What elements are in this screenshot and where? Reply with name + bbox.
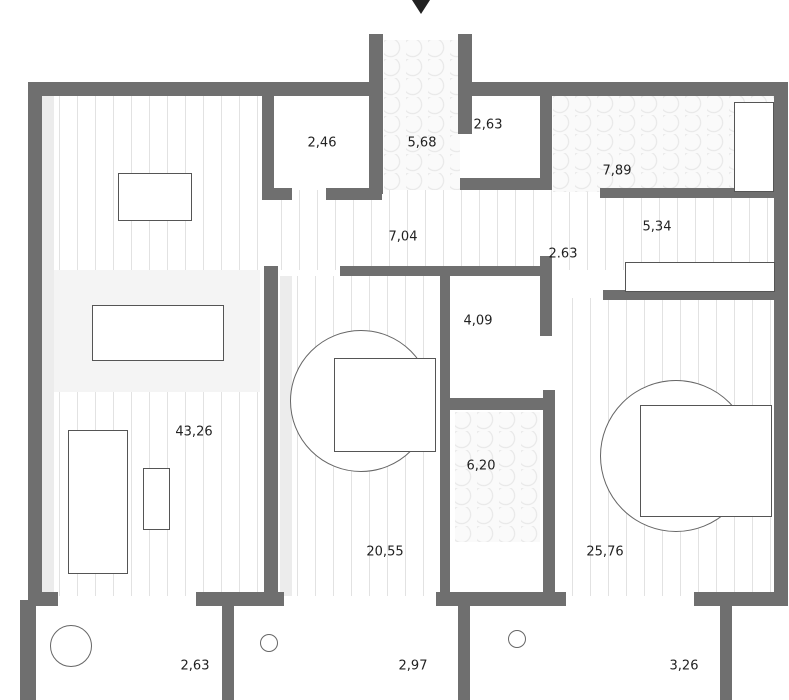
wall <box>460 82 779 96</box>
wall <box>774 82 788 600</box>
plant <box>50 625 92 667</box>
wall <box>28 82 373 96</box>
hall-floor <box>264 190 774 270</box>
balcony-wall <box>222 606 234 700</box>
room-area-balcony-1: 2,63 <box>180 658 210 674</box>
balcony-wall <box>720 606 732 700</box>
wall <box>326 188 382 200</box>
wall <box>264 266 278 600</box>
wall <box>458 34 472 134</box>
room-area-balcony-2: 2,97 <box>398 658 428 674</box>
wall <box>694 592 788 606</box>
wall <box>340 266 550 276</box>
wall <box>196 592 284 606</box>
coffee-table <box>143 468 170 530</box>
wall <box>436 592 566 606</box>
room-area-wc: 2,46 <box>307 135 337 151</box>
room-area-vestibule: 5,68 <box>407 135 437 151</box>
wall <box>440 276 450 596</box>
wall <box>540 96 552 190</box>
plant <box>508 630 526 648</box>
wall <box>262 96 274 192</box>
bed <box>640 405 772 517</box>
room-area-bathroom: 7,89 <box>602 163 632 179</box>
room-area-closet: 4,09 <box>463 313 493 329</box>
wall <box>460 178 550 190</box>
kitchen-island <box>118 173 192 221</box>
wall <box>540 256 552 336</box>
room-area-corridor: 2.63 <box>548 246 578 262</box>
wall <box>600 188 774 198</box>
room-area-balcony-3: 3,26 <box>669 658 699 674</box>
balcony-wall <box>458 606 470 700</box>
room-area-bedroom: 20,55 <box>366 544 404 560</box>
wall-shadow <box>280 276 292 596</box>
room-area-living: 43,26 <box>175 424 213 440</box>
sofa <box>68 430 128 574</box>
vestibule-floor <box>384 40 460 190</box>
balcony-wall <box>20 600 36 700</box>
wall <box>440 398 550 410</box>
wardrobe <box>625 262 775 292</box>
wall <box>369 34 383 194</box>
wall <box>262 188 292 200</box>
wall-shadow <box>42 96 54 596</box>
shower-floor <box>455 412 540 542</box>
bathtub <box>734 102 774 192</box>
bed <box>334 358 436 452</box>
room-area-hall: 7,04 <box>388 229 418 245</box>
wall <box>28 82 42 600</box>
wall <box>543 390 555 600</box>
room-area-shower: 6,20 <box>466 458 496 474</box>
plant <box>260 634 278 652</box>
entrance-arrow-icon <box>412 0 430 14</box>
wall <box>603 290 774 300</box>
room-area-master-bedroom: 25,76 <box>586 544 624 560</box>
room-area-wardrobe: 5,34 <box>642 219 672 235</box>
room-area-wc-2: 2,63 <box>473 117 503 133</box>
dining-table <box>92 305 224 361</box>
